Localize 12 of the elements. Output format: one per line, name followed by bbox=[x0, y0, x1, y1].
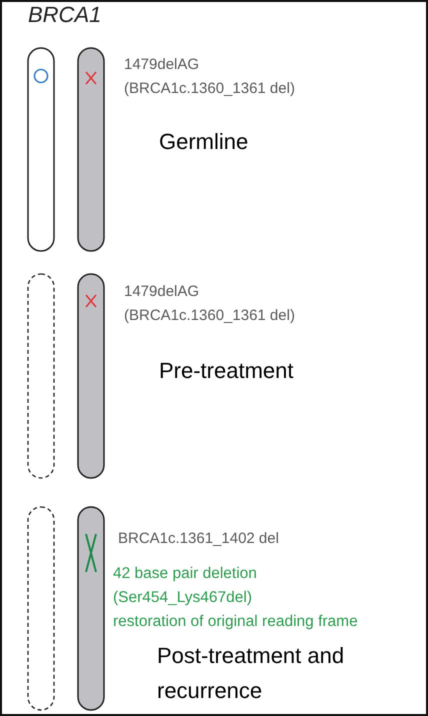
stage-label: Pre-treatment bbox=[159, 357, 294, 385]
mutation-label: 1479delAG bbox=[124, 283, 200, 300]
mutation-label: BRCA1c.1361_1402 del bbox=[118, 530, 279, 548]
deletion-note: (Ser454_Lys467del) bbox=[113, 589, 252, 607]
mutation-label: (BRCA1c.1360_1361 del) bbox=[124, 307, 295, 324]
mutation-label: (BRCA1c.1360_1361 del) bbox=[124, 80, 295, 98]
deletion-note: 42 base pair deletion bbox=[113, 565, 257, 583]
stage-label: Post-treatment and recurrence bbox=[157, 642, 346, 706]
stage-label: Germline bbox=[159, 128, 250, 156]
deletion-note: restoration of original reading frame bbox=[113, 613, 358, 631]
mutation-label: 1479delAG bbox=[124, 56, 200, 74]
gene-title: BRCA1 bbox=[28, 2, 102, 28]
